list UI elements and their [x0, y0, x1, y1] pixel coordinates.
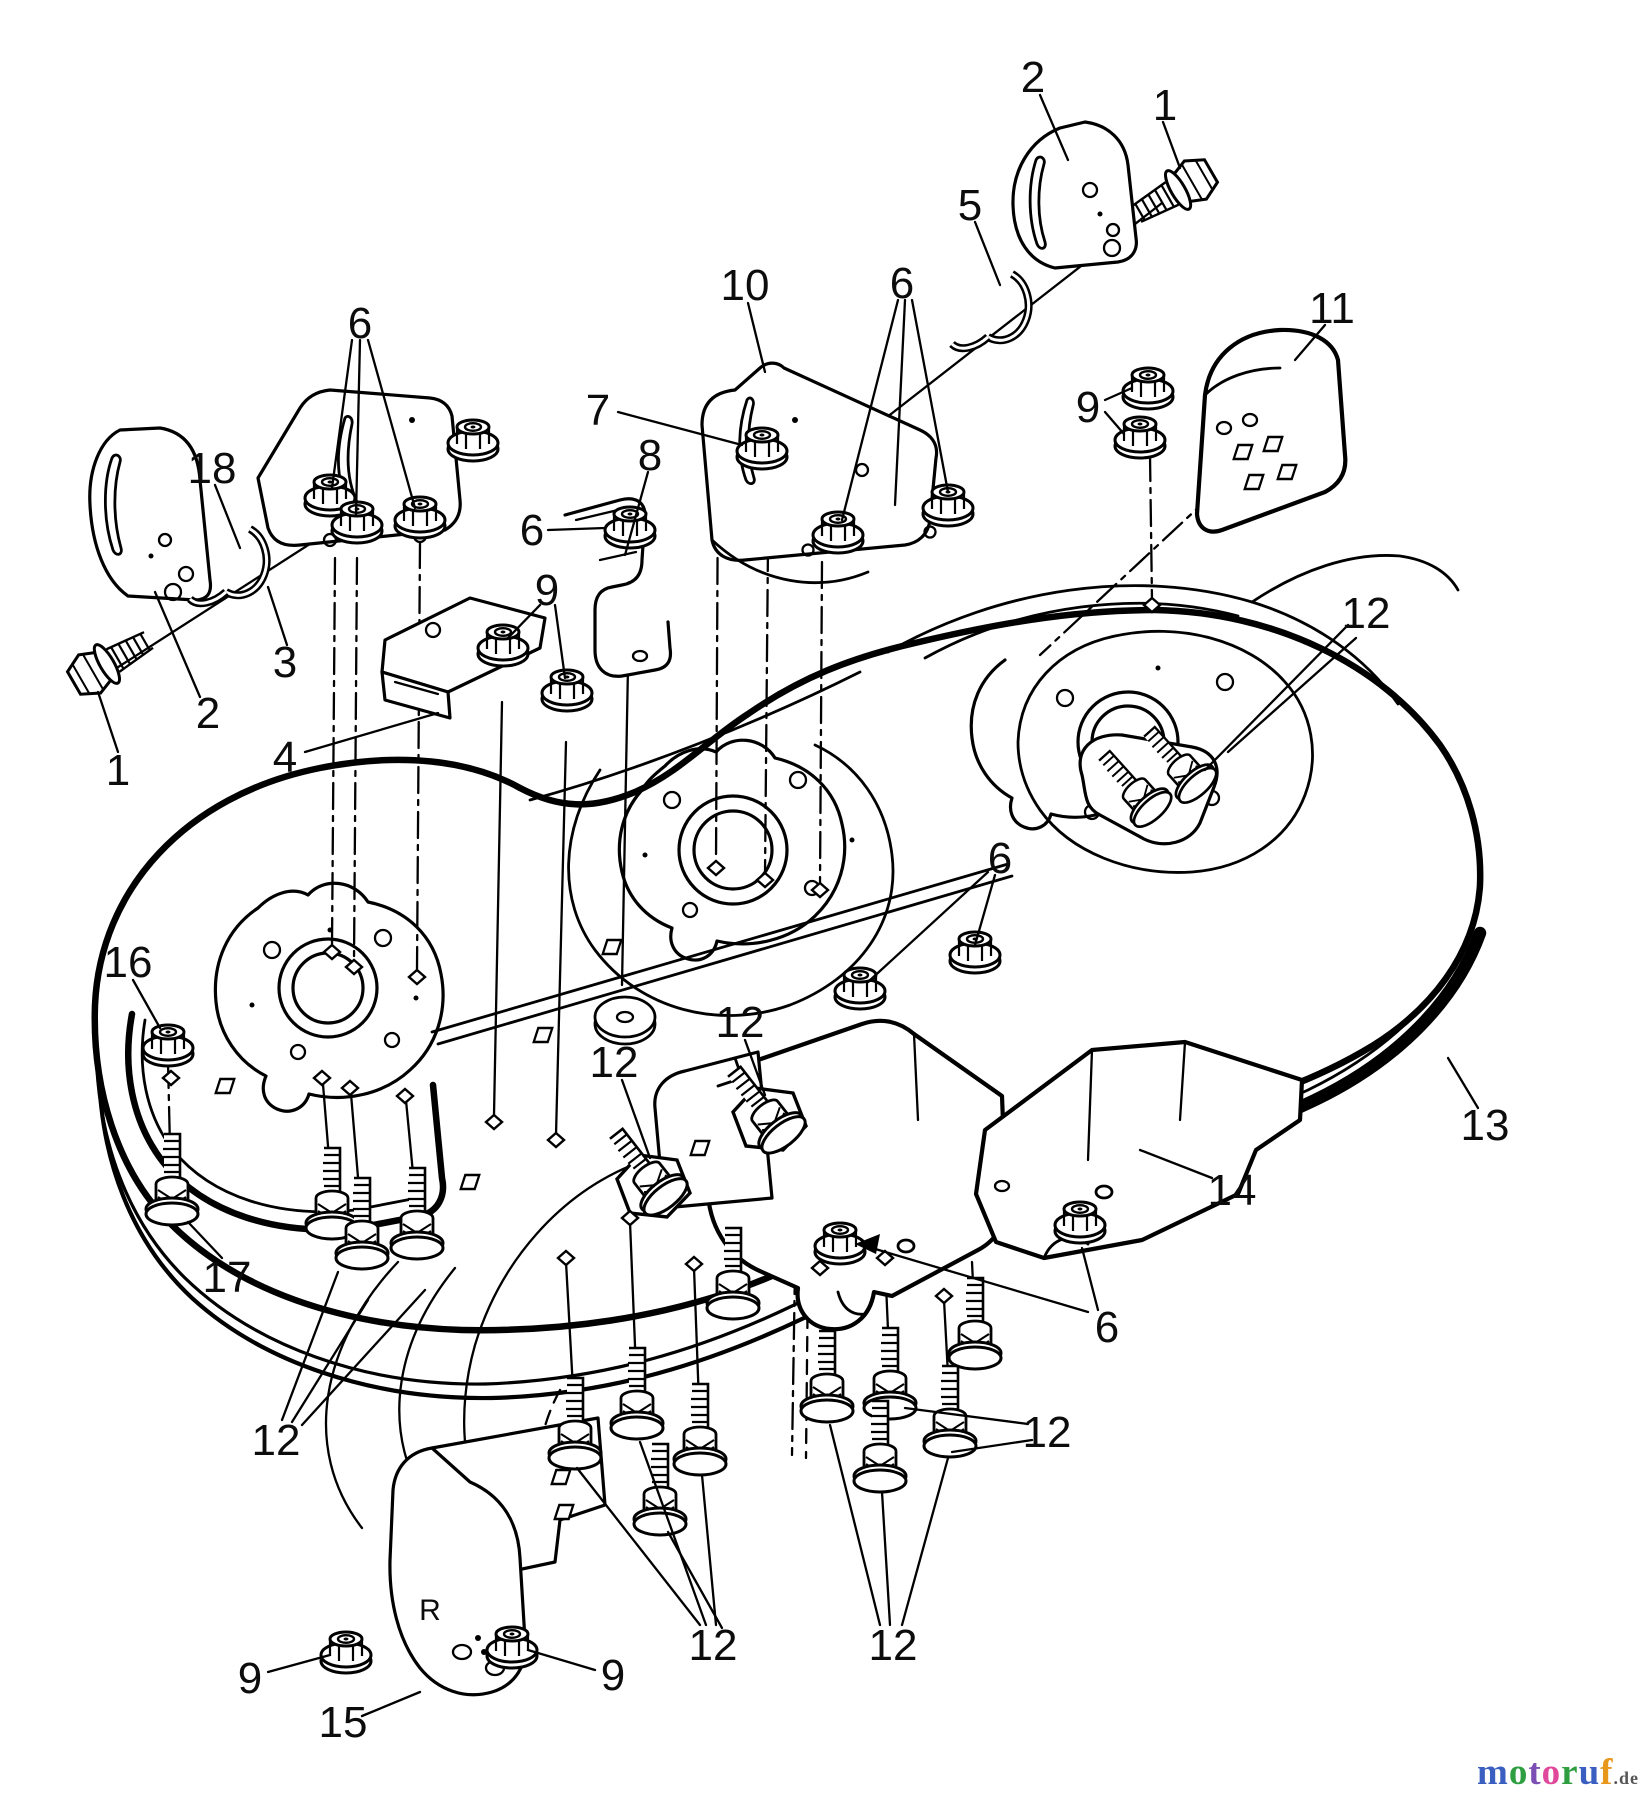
hex-bolt — [61, 619, 161, 704]
callout-6: 6 — [520, 506, 544, 555]
front-crease-a — [430, 862, 1010, 1034]
logo-letter: m — [1477, 1752, 1509, 1793]
flange-nut — [1113, 415, 1167, 460]
logo-letter: f — [1600, 1752, 1614, 1793]
washer — [593, 995, 657, 1046]
callout-9: 9 — [1076, 383, 1100, 432]
callout-15: 15 — [319, 1698, 368, 1747]
callout-2: 2 — [1021, 53, 1045, 102]
logo-letter: o — [1541, 1752, 1562, 1793]
logo-letter: o — [1508, 1752, 1529, 1793]
callout-9: 9 — [601, 1651, 625, 1700]
bracket-15-stamp-r: R — [419, 1594, 441, 1627]
logo-letter: t — [1528, 1752, 1542, 1793]
callout-12: 12 — [869, 1621, 918, 1670]
callout-6: 6 — [890, 259, 914, 308]
left-pocket — [125, 1010, 447, 1233]
screw — [609, 1346, 665, 1441]
callout-12: 12 — [252, 1416, 301, 1465]
screw — [799, 1329, 855, 1424]
callout-6: 6 — [348, 299, 372, 348]
callout-8: 8 — [638, 431, 662, 480]
logo-letter: r — [1561, 1752, 1579, 1793]
callout-4: 4 — [273, 733, 297, 782]
logo-letter: u — [1578, 1752, 1601, 1793]
callout-9: 9 — [535, 566, 559, 615]
callout-2: 2 — [196, 689, 220, 738]
callout-5: 5 — [958, 181, 982, 230]
deck-rear-flange — [1250, 554, 1460, 604]
callout-12: 12 — [716, 998, 765, 1047]
callout-16: 16 — [104, 938, 153, 987]
motoruf-logo: motoruf.de — [1477, 1751, 1639, 1794]
callout-3: 3 — [273, 638, 297, 687]
flange-nut — [319, 1630, 373, 1675]
callout-17: 17 — [203, 1253, 252, 1302]
gauge-plate-2-right — [1011, 120, 1138, 270]
fasteners — [61, 150, 1224, 1675]
screw — [862, 1326, 918, 1421]
leader-lines — [96, 93, 1480, 1718]
flange-nut — [446, 418, 500, 463]
callout-6: 6 — [1095, 1303, 1119, 1352]
flange-nut — [540, 668, 594, 713]
logo-suffix: .de — [1613, 1768, 1639, 1788]
callout-12: 12 — [1342, 589, 1391, 638]
callout-1: 1 — [1153, 81, 1177, 130]
callout-14: 14 — [1208, 1166, 1257, 1215]
callouts: 2 1 5 10 6 11 6 9 7 8 18 6 9 12 3 2 4 1 … — [104, 53, 1510, 1747]
callout-11: 11 — [1309, 284, 1355, 333]
front-crease-b — [436, 874, 1014, 1046]
callout-12: 12 — [1023, 1408, 1072, 1457]
callout-18: 18 — [188, 444, 237, 493]
gauge-plate-2-left — [88, 426, 213, 602]
callout-12: 12 — [689, 1621, 738, 1670]
bracket-10 — [700, 361, 939, 584]
callout-13: 13 — [1461, 1101, 1510, 1150]
callout-7: 7 — [586, 386, 610, 435]
callout-6: 6 — [988, 834, 1012, 883]
screw — [947, 1276, 1003, 1371]
waist-crease — [528, 670, 862, 802]
callout-1: 1 — [106, 746, 130, 795]
deck-back-curve-inner — [923, 601, 1240, 660]
callout-10: 10 — [721, 261, 770, 310]
callout-9: 9 — [238, 1654, 262, 1703]
ring-clip — [952, 274, 1029, 348]
callout-12: 12 — [590, 1038, 639, 1087]
bracket-15: R — [388, 1416, 607, 1697]
leader-arrowhead — [855, 1234, 880, 1254]
deck-back-curve — [886, 584, 1400, 706]
screw — [672, 1382, 728, 1477]
bracket-11 — [1194, 327, 1348, 534]
